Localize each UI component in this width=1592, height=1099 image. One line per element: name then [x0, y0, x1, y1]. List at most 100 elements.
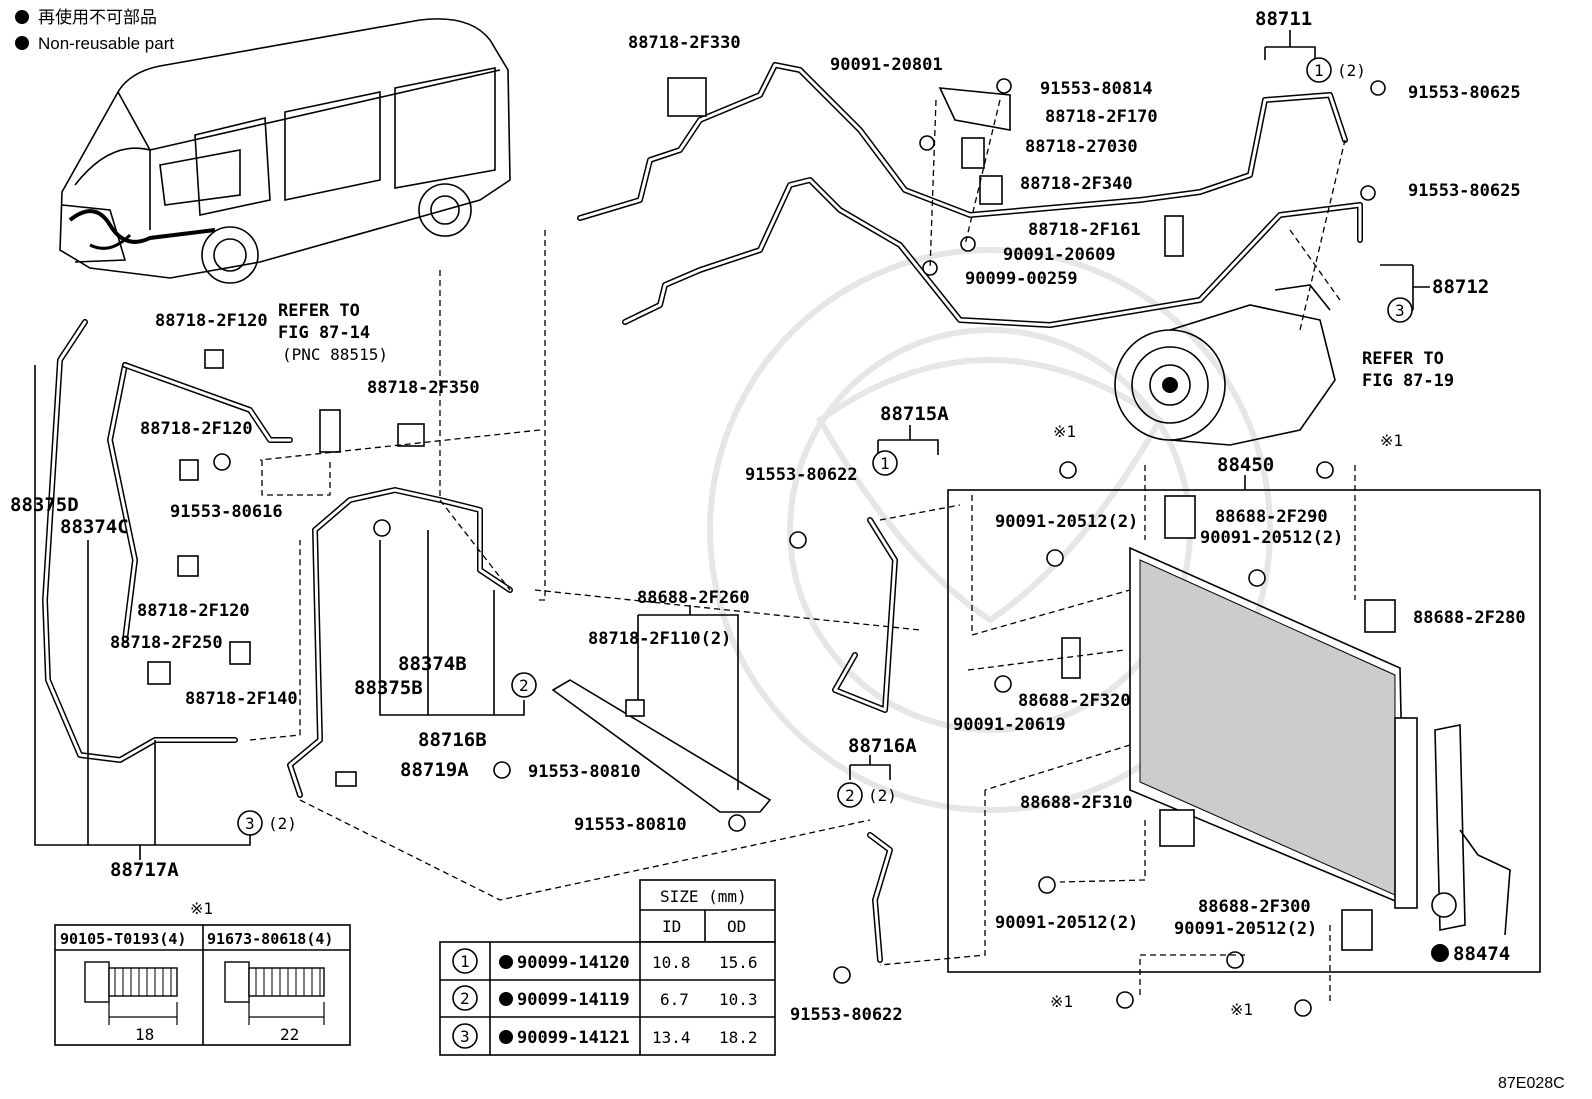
legend-jp: 再使用不可部品 — [38, 7, 157, 27]
bolt-icon — [1370, 80, 1386, 96]
label-88450: 88450 — [1217, 454, 1274, 476]
label-88719A: 88719A — [400, 759, 469, 781]
clamp-88718-2F350 — [397, 423, 425, 447]
size-row-od: 15.6 — [719, 953, 758, 972]
pipe-88711 — [577, 62, 1348, 221]
pipe-88716A — [867, 832, 893, 963]
bolt-col1: 90105-T0193(4) — [60, 930, 186, 948]
label-88711: 88711 — [1255, 8, 1312, 30]
circled-number-label: 3 — [1395, 301, 1405, 320]
label-88688-2F260: 88688-2F260 — [637, 588, 750, 608]
clamp-88718-2F330 — [667, 77, 707, 117]
bracket-88688-2F310 — [1159, 809, 1195, 847]
clamp-88718-27030 — [961, 137, 985, 169]
van-illustration — [59, 18, 511, 284]
circled-number-marker — [511, 672, 537, 698]
label-90091-20512: 90091-20512(2) — [995, 913, 1138, 933]
bolt-icon — [1360, 185, 1376, 201]
part-labels: 88711 (2) 91553-80625 91553-80625 88712 … — [10, 8, 1565, 1092]
cap-icon — [1431, 892, 1457, 918]
bracket-88688-2F280 — [1364, 599, 1396, 633]
label-88718-2F250: 88718-2F250 — [110, 633, 223, 653]
label-88688-2F290: 88688-2F290 — [1215, 507, 1328, 527]
bracket-88688-2F260 — [551, 679, 772, 813]
clamp-88718-2F120 — [179, 459, 199, 481]
size-row-part: 90099-14121 — [517, 1028, 630, 1048]
expansion-valve-icon — [319, 409, 341, 453]
bolt-table-marker: ※1 — [190, 899, 213, 918]
label-88474: 88474 — [1453, 943, 1510, 965]
bolt-icon — [1046, 549, 1064, 567]
bolt-washer-icon — [224, 961, 325, 1025]
bolt-icon — [1226, 951, 1244, 969]
label-91553-80625: 91553-80625 — [1408, 83, 1521, 103]
condenser-frame — [947, 489, 1541, 973]
label-88718-2F120: 88718-2F120 — [155, 311, 268, 331]
ref-fig-87-14-line2: FIG 87-14 — [278, 323, 370, 343]
circled-number-marker — [837, 782, 863, 808]
label-88688-2F300: 88688-2F300 — [1198, 897, 1311, 917]
size-table-header: SIZE (mm) — [660, 887, 747, 906]
marker-star1: ※1 — [1230, 1000, 1253, 1019]
size-row-part: 90099-14119 — [517, 990, 630, 1010]
legend-en: Non-reusable part — [38, 34, 174, 53]
label-90091-20619: 90091-20619 — [953, 715, 1066, 735]
label-88718-2F350: 88718-2F350 — [367, 378, 480, 398]
size-row: 2 90099-14119 6.7 10.3 — [452, 985, 758, 1011]
circled-number-label: 2 — [519, 676, 529, 695]
bolt-icon — [996, 78, 1012, 94]
size-row-num: 3 — [460, 1027, 470, 1046]
circled-number-marker — [1387, 297, 1413, 323]
bolt-icon — [1038, 876, 1056, 894]
bolt-icon — [789, 531, 807, 549]
label-88716A: 88716A — [848, 735, 917, 757]
label-88718-2F170: 88718-2F170 — [1045, 107, 1158, 127]
size-col-id: ID — [662, 917, 681, 936]
receiver-88474 — [1434, 724, 1466, 931]
circled-number-label: 1 — [880, 454, 890, 473]
label-88712: 88712 — [1432, 276, 1489, 298]
label-88375B: 88375B — [354, 677, 423, 699]
sensor-88719A — [335, 771, 357, 787]
bolt-icon — [1294, 999, 1312, 1017]
qty-88716A: (2) — [868, 786, 897, 805]
marker-star1: ※1 — [1050, 992, 1073, 1011]
pipe-88715A — [832, 517, 898, 713]
diagram-code: 87E028C — [1498, 1075, 1565, 1092]
size-row-num: 1 — [460, 952, 470, 971]
label-88688-2F280: 88688-2F280 — [1413, 608, 1526, 628]
pipe-88717A — [42, 319, 293, 763]
bolt-dim2: 22 — [280, 1025, 299, 1044]
bolt-icon — [1116, 991, 1134, 1009]
label-88718-2F330: 88718-2F330 — [628, 33, 741, 53]
marker-star1: ※1 — [1053, 422, 1076, 441]
circled-number-marker — [872, 450, 898, 476]
bolt-icon — [1248, 569, 1266, 587]
circled-number-label: 2 — [845, 786, 855, 805]
bolt-icon — [493, 761, 511, 779]
size-row-part: 90099-14120 — [517, 953, 630, 973]
label-91553-80810: 91553-80810 — [528, 762, 641, 782]
bolt-icon — [833, 966, 851, 984]
receiver-icon — [373, 519, 391, 537]
label-88718-2F161: 88718-2F161 — [1028, 220, 1141, 240]
label-88715A: 88715A — [880, 403, 949, 425]
size-row: 3 90099-14121 13.4 18.2 — [452, 1023, 758, 1049]
size-row-id: 13.4 — [652, 1028, 691, 1047]
label-88375D: 88375D — [10, 494, 79, 516]
bracket-88688-2F300 — [1341, 909, 1373, 951]
label-88716B: 88716B — [418, 729, 487, 751]
non-reusable-bullet-icon — [499, 1030, 513, 1044]
bracket-88718-2F170 — [938, 87, 1011, 131]
bracket-88688-2F290 — [1164, 495, 1196, 539]
clamp-88718-2F140 — [229, 641, 251, 665]
label-88688-2F320: 88688-2F320 — [1018, 691, 1131, 711]
circled-number-marker — [1306, 57, 1332, 83]
side-tank-icon — [1394, 717, 1418, 909]
non-reusable-bullet-icon — [15, 36, 29, 50]
non-reusable-bullet-icon — [15, 10, 29, 24]
pipe-88712 — [622, 177, 1363, 328]
leader-lines — [34, 30, 1511, 1005]
ref-fig-87-19-line1: REFER TO — [1362, 349, 1444, 369]
